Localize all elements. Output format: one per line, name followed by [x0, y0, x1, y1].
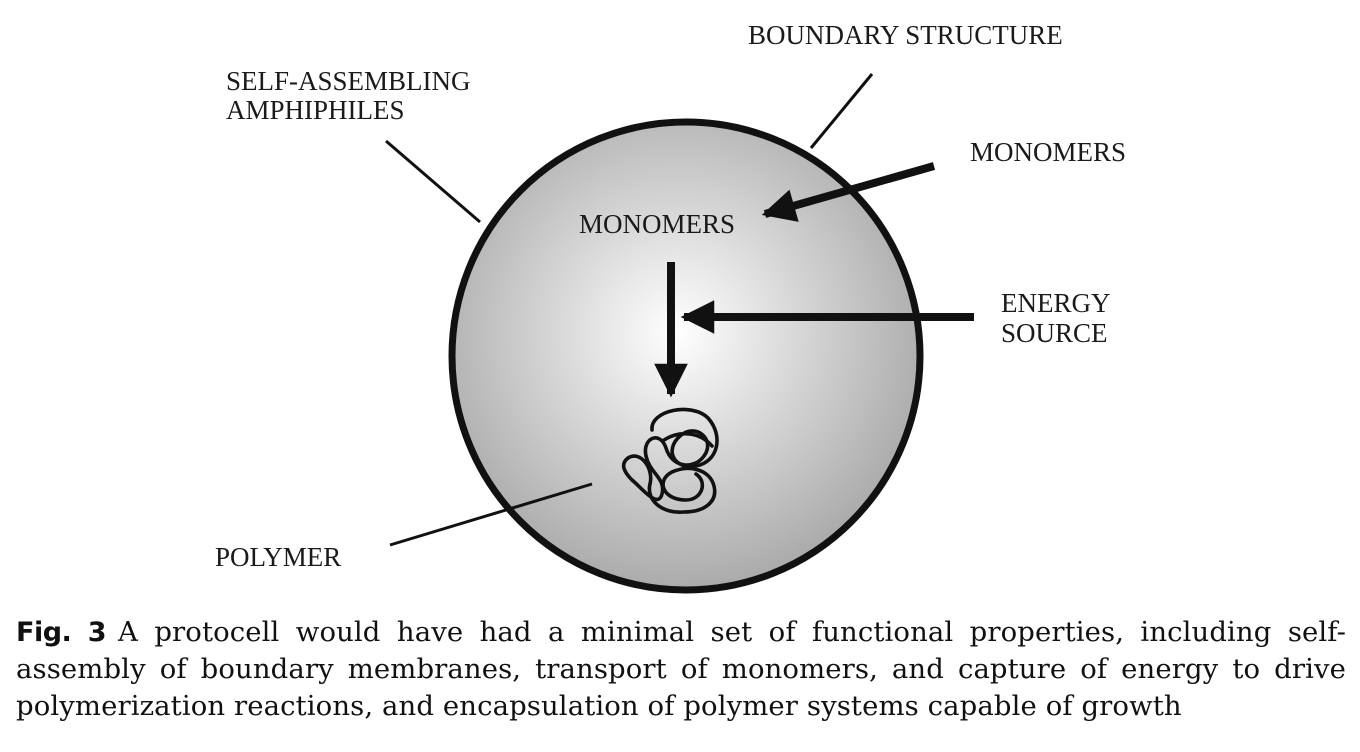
figure-label: Fig. 3	[16, 617, 107, 648]
polymer-label: POLYMER	[215, 542, 341, 572]
energy-label-line1: ENERGY	[1001, 288, 1111, 318]
self-assembling-label-line1: SELF-ASSEMBLING	[226, 66, 471, 96]
monomer-transport-arrow	[761, 162, 936, 222]
polymer-strand	[621, 407, 719, 514]
amphiphiles-leader-line	[385, 139, 481, 224]
monomers-outside-label: MONOMERS	[970, 137, 1126, 167]
caption-text: A protocell would have had a minimal set…	[16, 616, 1346, 722]
boundary-structure-leader-line	[809, 73, 874, 149]
source-label-line2: SOURCE	[1001, 318, 1108, 348]
boundary-structure-label: BOUNDARY STRUCTURE	[748, 20, 1063, 50]
protocell-membrane	[448, 118, 924, 594]
amphiphiles-label-line2: AMPHIPHILES	[226, 95, 405, 125]
monomers-inside-label: MONOMERS	[579, 209, 735, 239]
polymer-leader-line	[389, 482, 593, 547]
